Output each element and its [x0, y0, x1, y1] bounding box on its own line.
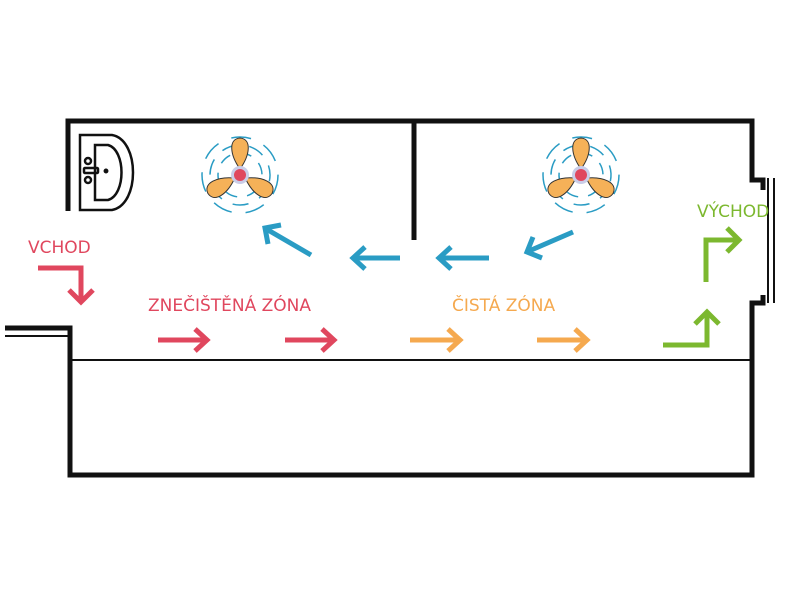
exit-arrows	[663, 226, 743, 348]
arrow-left-icon	[435, 245, 489, 271]
exit-label: VÝCHOD	[697, 200, 769, 222]
arrow-right-icon	[410, 327, 464, 353]
clean-zone-label: ČISTÁ ZÓNA	[452, 294, 556, 316]
arrow-turn-down-icon	[38, 265, 95, 306]
arrow-right-icon	[537, 327, 591, 353]
dirty-zone-label: ZNEČIŠTĚNÁ ZÓNA	[148, 294, 311, 316]
fan-icon	[541, 135, 621, 215]
arrow-right-icon	[158, 327, 211, 353]
arrow-turn-right-icon	[703, 226, 743, 282]
walls	[5, 118, 766, 478]
sink-icon	[78, 133, 135, 212]
arrow-down-left-icon	[523, 229, 574, 261]
fan-icon	[200, 135, 280, 215]
entrance-label: VCHOD	[28, 238, 91, 258]
arrow-left-icon	[349, 245, 400, 271]
airflow-arrows	[262, 222, 574, 271]
window	[767, 178, 775, 303]
clean-zone-arrows	[410, 327, 591, 353]
dirty-zone-arrows	[38, 265, 338, 353]
arrow-right-icon	[285, 327, 338, 353]
arrow-up-left-icon	[262, 222, 313, 258]
arrow-turn-up-icon	[663, 308, 721, 348]
